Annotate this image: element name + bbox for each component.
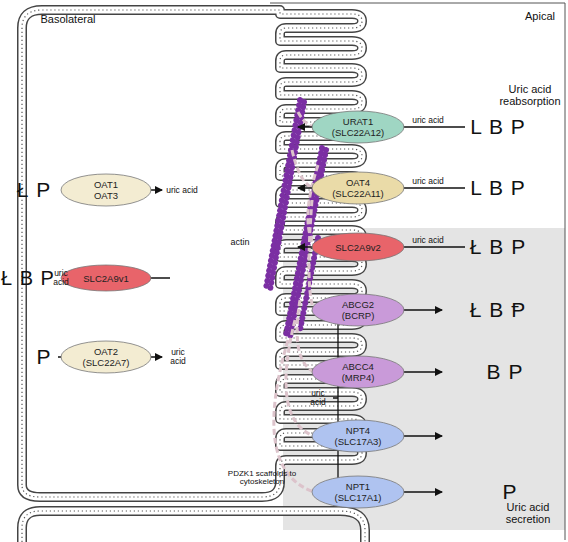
transporter-name: ABCG2 (BCRP) xyxy=(327,299,389,321)
inhibitor-letters: Ł B Ᵽ xyxy=(470,299,526,321)
transporter-name: OAT1 OAT3 xyxy=(86,179,126,201)
transporter-ellipse: OAT1 OAT3 xyxy=(60,173,152,207)
transporter-ellipse: SLC2A9v1 xyxy=(60,264,152,292)
solute-label: uric acid xyxy=(412,236,444,245)
inhibitor-letters: Ł B P xyxy=(470,236,526,258)
transporter-name: SLC2A9v1 xyxy=(83,273,128,284)
transporter-ellipse: URAT1 (SLC22A12) xyxy=(311,110,405,144)
region-label: Uric acid reabsorption xyxy=(490,84,568,107)
transporter-ellipse: OAT4 (SLC22A11) xyxy=(311,171,405,205)
side-label: Basolateral xyxy=(40,14,95,26)
inhibitor-letters: Ł B P xyxy=(1,268,55,289)
transporter-name: URAT1 (SLC22A12) xyxy=(325,116,391,138)
transporter-name: OAT4 (SLC22A11) xyxy=(325,177,391,199)
actin-label: actin xyxy=(230,238,249,247)
solute-label: uric acid xyxy=(166,348,190,366)
transporter-ellipse: OAT2 (SLC22A7) xyxy=(60,340,152,374)
solute-label: uric acid xyxy=(166,186,198,195)
transporter-ellipse: ABCG2 (BCRP) xyxy=(311,293,405,327)
membrane-line xyxy=(22,10,362,497)
transporter-name: SLC2A9v2 xyxy=(335,242,380,253)
inhibitor-letters: L B P xyxy=(470,116,526,138)
actin-filament xyxy=(266,100,326,337)
transport-arrow xyxy=(58,127,465,492)
region-label: Uric acid secretion xyxy=(493,502,563,525)
inhibitor-letters: B P xyxy=(487,361,524,383)
transporter-ellipse: SLC2A9v2 xyxy=(311,232,405,262)
membrane-line xyxy=(22,511,365,542)
pdzk1-scaffold xyxy=(274,112,318,492)
transporter-ellipse: NPT1 (SLC17A1) xyxy=(311,475,405,509)
transporter-ellipse: NPT4 (SLC17A3) xyxy=(311,419,405,453)
side-label: Apical xyxy=(525,11,555,23)
membrane-line xyxy=(22,10,362,497)
solute-label: uric acid xyxy=(412,116,444,125)
transporter-name: ABCC4 (MRP4) xyxy=(327,361,389,383)
inhibitor-letters: L B P xyxy=(470,177,526,199)
membrane-line xyxy=(22,511,365,542)
transporter-name: OAT2 (SLC22A7) xyxy=(75,346,137,368)
solute-label: uric acid xyxy=(412,177,444,186)
inhibitor-letters: P xyxy=(36,346,51,368)
transporter-ellipse: ABCC4 (MRP4) xyxy=(311,355,405,389)
inhibitor-letters: P xyxy=(502,481,517,503)
scaffold-note: PDZK1 scaffolds to cytoskeleton xyxy=(212,470,312,487)
membrane xyxy=(22,10,365,542)
transporter-name: NPT1 (SLC17A1) xyxy=(325,481,391,503)
transporter-name: NPT4 (SLC17A3) xyxy=(325,425,391,447)
inhibitor-letters: Ł P xyxy=(17,179,52,201)
solute-label: uric acid xyxy=(49,269,73,287)
solute-label: uric acid xyxy=(306,389,330,407)
membrane-line xyxy=(22,511,365,542)
membrane-line xyxy=(22,10,362,497)
